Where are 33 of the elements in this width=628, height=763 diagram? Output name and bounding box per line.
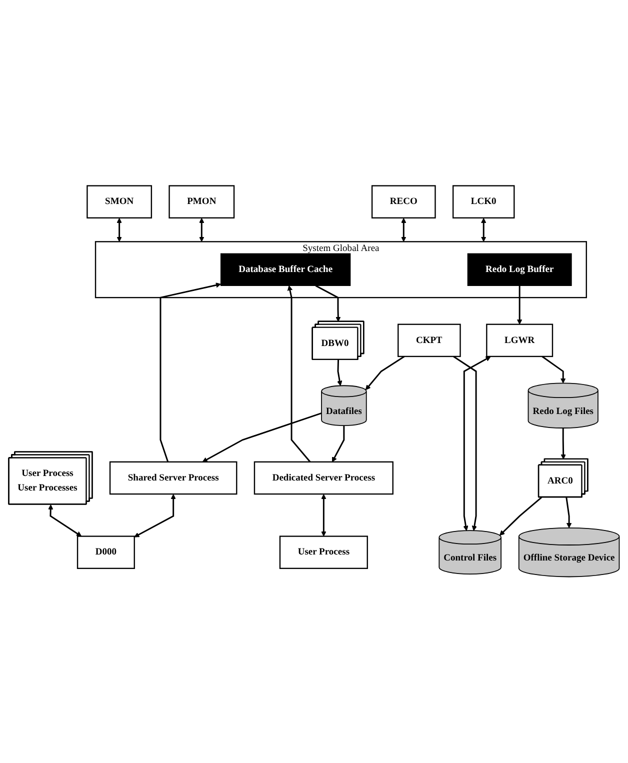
node-box: Database Buffer Cache — [220, 254, 351, 286]
node-box: Shared Server Process — [109, 462, 238, 495]
node-box: D000 — [76, 536, 135, 570]
node-box: LGWR — [486, 324, 554, 358]
arrow — [315, 285, 341, 322]
node-box: PMON — [168, 185, 235, 219]
arrow — [481, 218, 486, 242]
arrow — [287, 286, 311, 463]
arrow — [365, 356, 405, 390]
node-box: User Process — [279, 536, 368, 570]
node-box: CKPT — [398, 324, 461, 358]
arrow — [542, 356, 566, 384]
arrow — [134, 494, 176, 538]
node-box: SMON — [86, 185, 152, 219]
arrow — [401, 218, 406, 242]
arrow — [116, 218, 122, 242]
arrow — [202, 412, 322, 462]
arrow — [566, 497, 572, 528]
arrow — [321, 494, 326, 537]
node-box: Dedicated Server Process — [254, 462, 394, 495]
arrow — [463, 356, 491, 532]
arrow — [337, 360, 342, 386]
arrow — [560, 428, 566, 460]
node-box: Redo Log Buffer — [467, 254, 572, 286]
node-box: LCK0 — [452, 185, 515, 219]
arrow — [516, 286, 522, 325]
arrow — [453, 356, 478, 532]
arrow — [332, 426, 345, 462]
arrow — [48, 504, 82, 537]
arrow — [499, 496, 542, 536]
arrow — [160, 282, 222, 462]
node-box: RECO — [371, 185, 436, 219]
arrow — [199, 218, 204, 242]
